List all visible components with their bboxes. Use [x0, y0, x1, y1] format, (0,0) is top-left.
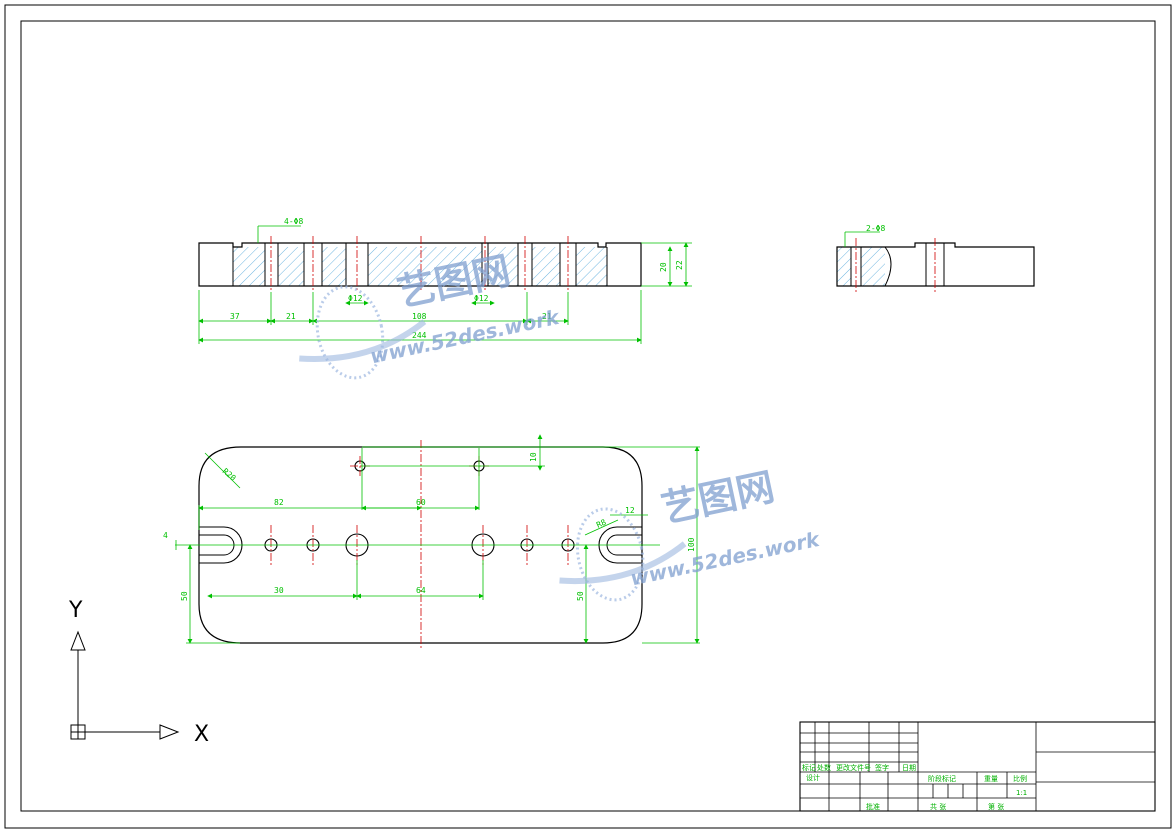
y-axis-label: Y: [68, 598, 83, 623]
dim-50-right: 50: [576, 591, 585, 601]
tb-sign: 签字: [875, 763, 889, 772]
dim-r20: R20: [221, 467, 238, 483]
section-hatching: [233, 247, 607, 286]
tb-mark: 标记: [802, 763, 816, 772]
plan-outline: [198, 446, 643, 644]
dim-21-right: 21: [542, 312, 552, 321]
dim-82: 82: [274, 498, 284, 507]
ucs-axis-icon: X Y: [68, 598, 209, 747]
tb-date: 日期: [902, 764, 916, 772]
outer-frame: [4, 4, 1172, 829]
tb-change-doc: 更改文件号: [836, 763, 871, 772]
side-section-view: 2-Φ8: [836, 224, 1035, 294]
tb-weight: 重量: [984, 775, 998, 783]
dim-4: 4: [163, 531, 168, 540]
tb-sheets: 共 张: [930, 802, 946, 811]
dim-r8: R8: [595, 518, 608, 530]
title-block: 标记 处数 更改文件号 签字 日期 设计 批准 阶段标记 重量 比例 1:1 共…: [799, 721, 1156, 812]
dim-21-left: 21: [286, 312, 296, 321]
hole-edges: [264, 243, 577, 286]
dim-h22: 22: [675, 260, 684, 270]
tb-ratio: 比例: [1013, 774, 1027, 783]
dim-60: 60: [416, 498, 426, 507]
plan-holes: [264, 460, 575, 557]
tb-scale: 1:1: [1016, 789, 1027, 797]
x-axis-label: X: [194, 722, 209, 747]
dim-37: 37: [230, 312, 240, 321]
dim-30: 30: [274, 586, 284, 595]
side-outline: [836, 242, 1035, 287]
dim-bore-right: Φ12: [474, 294, 489, 303]
dim-12: 12: [625, 506, 635, 515]
tb-sheet-no: 第 张: [988, 802, 1004, 811]
dim-50-left: 50: [180, 591, 189, 601]
tb-design: 设计: [806, 773, 820, 782]
dim-100: 100: [687, 537, 696, 552]
inner-frame: [20, 20, 1156, 812]
dim-side-note: 2-Φ8: [866, 224, 885, 233]
dim-hole-note: 4-Φ8: [284, 217, 303, 226]
tb-stage: 阶段标记: [928, 774, 956, 783]
tb-approve: 批准: [866, 802, 880, 811]
center-lines: [270, 236, 569, 292]
dim-108: 108: [412, 312, 427, 321]
dim-h20: 20: [659, 262, 668, 272]
tb-count: 处数: [817, 763, 831, 772]
plan-view: R20 82 60 10 30 64 50 50 100 12 R8 4: [163, 434, 700, 650]
dim-64: 64: [416, 586, 426, 595]
dim-overall: 244: [412, 331, 427, 340]
plan-dimensions: [175, 434, 700, 644]
dim-10: 10: [529, 452, 538, 462]
front-section-view: 4-Φ8 Φ12 Φ12 37 21 108 21 244 20 22: [198, 217, 692, 344]
front-dimensions: [198, 225, 692, 344]
watermark-logo-2: 艺图网: [657, 464, 778, 531]
dim-bore-left: Φ12: [348, 294, 363, 303]
